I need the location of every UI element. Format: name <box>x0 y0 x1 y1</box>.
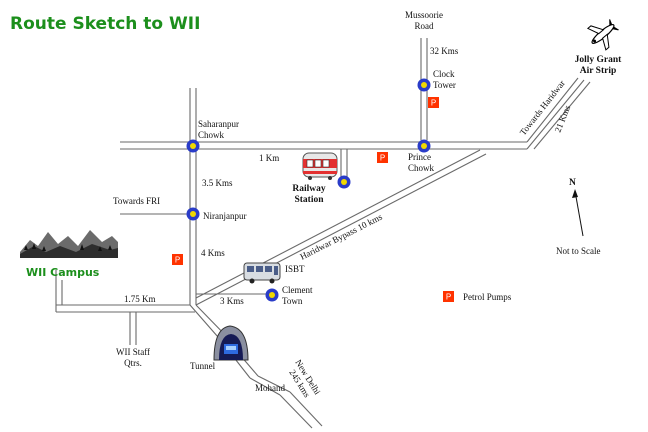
svg-text:P: P <box>380 154 385 163</box>
north-arrow-icon: N <box>569 178 584 237</box>
mountains-icon <box>20 226 118 258</box>
road-saharanpur-south <box>189 88 197 305</box>
staff-qtrs-label-1: WII Staff <box>116 347 150 357</box>
wii-campus-label: WII Campus <box>26 266 100 279</box>
tunnel-label: Tunnel <box>190 361 216 371</box>
saharanpur-chowk-label-2: Chowk <box>198 130 225 140</box>
petrol-pumps-legend-label: Petrol Pumps <box>463 292 512 302</box>
prince-chowk-label-1: Prince <box>408 152 431 162</box>
tunnel-icon <box>213 325 249 361</box>
petrol-pump-niranjanpur: P <box>172 254 183 265</box>
staff-qtrs-label-2: Qtrs. <box>124 358 142 368</box>
svg-text:P: P <box>175 256 180 265</box>
mussoorie-label-1: Mussoorie <box>405 10 443 20</box>
railway-station-label-1: Railway <box>292 184 326 194</box>
towards-fri-label: Towards FRI <box>113 196 160 206</box>
clement-town-distance: 3 Kms <box>220 296 244 306</box>
niranjanpur-isbt-distance: 4 Kms <box>201 248 225 258</box>
saharanpur-niranjanpur-distance: 3.5 Kms <box>202 178 233 188</box>
road-towards-haridwar <box>500 77 591 150</box>
road-campus <box>55 270 195 313</box>
junction-railway-station <box>337 175 351 189</box>
clock-tower-label-1: Clock <box>433 69 455 79</box>
niranjanpur-label: Niranjanpur <box>203 211 246 221</box>
svg-text:P: P <box>431 99 436 108</box>
road-saharanpur-prince <box>120 141 500 150</box>
bus-icon <box>243 262 281 284</box>
junction-prince-chowk <box>417 139 431 153</box>
campus-distance: 1.75 Km <box>124 294 156 304</box>
road-staff-qtrs <box>129 312 137 345</box>
petrol-pump-legend-marker: P <box>443 291 454 302</box>
not-to-scale-label: Not to Scale <box>556 246 601 256</box>
isbt-label: ISBT <box>285 264 305 274</box>
junctions <box>186 78 431 302</box>
train-icon <box>302 152 338 180</box>
junction-saharanpur-chowk <box>186 139 200 153</box>
road-railway-spur <box>340 149 348 180</box>
junction-clock-tower <box>417 78 431 92</box>
haridwar-distance: 21 Kms <box>553 103 573 133</box>
prince-chowk-label-2: Chowk <box>408 163 435 173</box>
mussoorie-distance: 32 Kms <box>430 46 459 56</box>
airplane-icon <box>586 18 619 51</box>
clement-town-label-1: Clement <box>282 285 313 295</box>
roads <box>55 38 591 429</box>
railway-station-label-2: Station <box>294 195 324 205</box>
map-labels: Mussoorie Road 32 Kms Clock Tower Jolly … <box>113 10 622 400</box>
mussoorie-label-2: Road <box>415 21 434 31</box>
jolly-grant-label-1: Jolly Grant <box>575 55 623 65</box>
petrol-pumps: P P P P <box>172 97 454 302</box>
saharanpur-railway-distance: 1 Km <box>259 153 279 163</box>
petrol-pump-prince-chowk: P <box>377 152 388 163</box>
map-title: Route Sketch to WII <box>10 14 200 34</box>
clock-tower-label-2: Tower <box>433 80 456 90</box>
junction-niranjanpur <box>186 207 200 221</box>
svg-text:P: P <box>446 293 451 302</box>
saharanpur-chowk-label-1: Saharanpur <box>198 119 239 129</box>
petrol-pump-clock-tower: P <box>428 97 439 108</box>
jolly-grant-label-2: Air Strip <box>580 66 617 76</box>
north-label: N <box>569 178 576 188</box>
clement-town-label-2: Town <box>282 296 303 306</box>
mohand-label: Mohand <box>255 383 285 393</box>
road-haridwar-bypass <box>195 149 487 306</box>
haridwar-bypass-label: Haridwar Bypass 10 kms <box>298 211 384 261</box>
junction-clement-town <box>265 288 279 302</box>
